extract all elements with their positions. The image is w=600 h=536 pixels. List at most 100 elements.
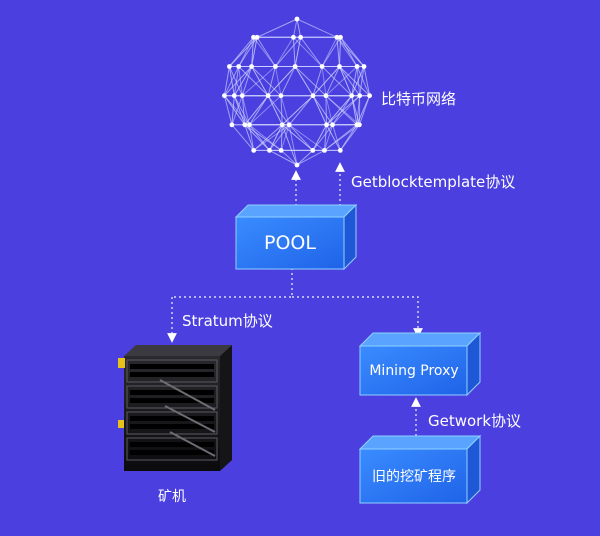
network-link (231, 124, 255, 151)
network-link (224, 66, 252, 97)
network-node (249, 64, 255, 69)
network-link (339, 66, 361, 96)
network-link (336, 37, 358, 67)
network-link (321, 66, 327, 96)
legacy-miner-label: 旧的挖矿程序 (372, 469, 456, 485)
network-node (227, 64, 232, 69)
network-link (223, 95, 246, 126)
network-link (223, 95, 233, 125)
network-link (351, 95, 358, 125)
network-node (291, 34, 296, 40)
network-node (286, 122, 292, 128)
network-link (356, 95, 361, 125)
network-link (324, 124, 358, 151)
network-node (229, 122, 235, 128)
network-node (322, 148, 327, 153)
network-link (249, 124, 270, 151)
stratum-label: Stratum协议 (182, 312, 273, 330)
network-node (222, 93, 227, 99)
network-link (324, 124, 334, 151)
network-link (274, 66, 282, 96)
network-link (248, 95, 269, 126)
network-link (312, 66, 340, 97)
network-node (361, 64, 367, 69)
network-link (253, 36, 276, 67)
network-link (269, 149, 298, 166)
network-link (275, 36, 301, 67)
network-link (241, 95, 250, 125)
network-link (325, 95, 327, 125)
network-link (238, 37, 258, 67)
network-link (281, 124, 314, 151)
network-link (241, 66, 253, 96)
network-link (244, 124, 270, 151)
network-link (241, 95, 246, 125)
network-link (356, 66, 361, 96)
network-link (336, 36, 365, 67)
network-link (269, 124, 283, 151)
pool-box (234, 203, 358, 271)
network-link (332, 95, 361, 126)
network-node (251, 34, 256, 40)
network-node (319, 64, 325, 69)
network-link (231, 95, 235, 125)
network-node (242, 122, 248, 128)
network-link (312, 95, 334, 126)
network-link (351, 66, 365, 96)
network-node (310, 93, 316, 99)
network-link (288, 124, 325, 151)
network-link (339, 124, 358, 151)
mining-rig-icon (118, 345, 232, 471)
network-link (251, 37, 258, 67)
network-link (228, 66, 243, 96)
network-link (325, 66, 340, 96)
network-link (292, 37, 296, 67)
network-link (267, 66, 296, 97)
network-link (231, 95, 243, 125)
network-node (354, 122, 360, 128)
network-link (238, 66, 243, 96)
network-link (296, 18, 338, 38)
network-node (337, 148, 343, 153)
network-link (238, 66, 269, 97)
network-link (288, 124, 314, 151)
network-link (325, 95, 358, 126)
network-link (296, 150, 314, 166)
network-node (265, 93, 271, 99)
network-link (332, 124, 341, 151)
network-link (288, 124, 298, 166)
network-link (312, 95, 327, 126)
network-link (249, 95, 282, 126)
network-link (267, 95, 283, 126)
network-node (254, 34, 260, 40)
network-node (267, 148, 272, 153)
network-link (294, 66, 314, 96)
network-node (337, 64, 342, 69)
network-link (241, 66, 276, 97)
network-link (253, 124, 283, 151)
network-link (296, 149, 325, 166)
network-link (288, 95, 314, 126)
network-link (280, 66, 296, 96)
network-node (357, 93, 363, 99)
network-node (310, 148, 316, 153)
network-link (312, 124, 327, 151)
network-node (294, 16, 300, 22)
network-link (229, 36, 254, 67)
network-link (251, 37, 254, 67)
miner-label: 矿机 (158, 489, 186, 505)
network-link (274, 37, 294, 67)
network-link (238, 37, 254, 67)
network-link (233, 95, 246, 125)
network-link (351, 66, 358, 96)
network-link (280, 124, 290, 151)
mining-proxy-label: Mining Proxy (369, 363, 458, 379)
network-link (326, 124, 341, 151)
network-node (334, 34, 340, 40)
network-link (280, 124, 283, 151)
network-link (321, 66, 353, 97)
network-link (244, 124, 255, 151)
network-link (325, 66, 358, 97)
network-node (349, 93, 355, 99)
